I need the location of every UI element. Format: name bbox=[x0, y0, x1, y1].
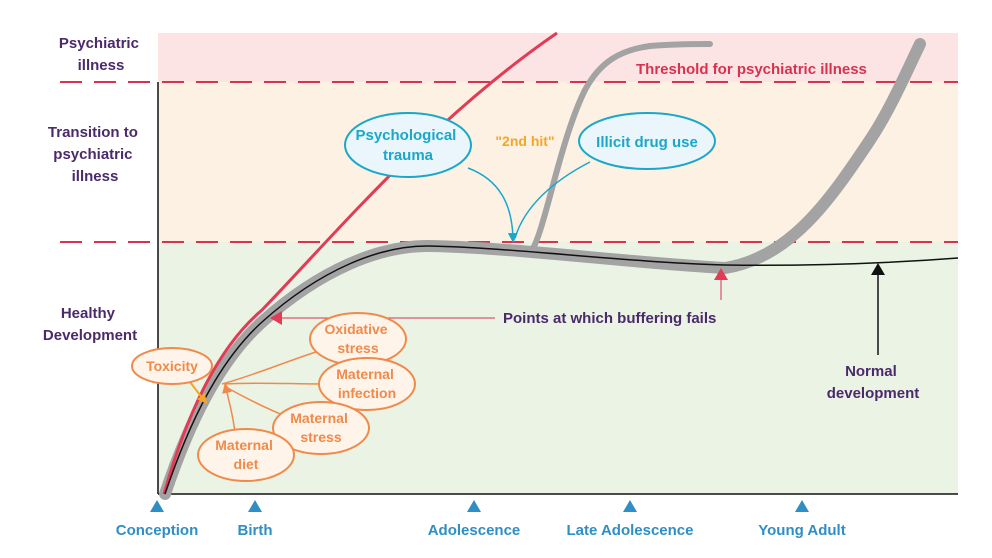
toxicity-bubble bbox=[131, 347, 213, 385]
toxicity-label: Toxicity bbox=[146, 358, 198, 374]
timeline: Conception Birth Adolescence Late Adoles… bbox=[116, 500, 846, 539]
diet-arrow bbox=[222, 383, 236, 433]
stress-bubble bbox=[272, 401, 370, 455]
illness-zone bbox=[158, 33, 958, 82]
timeline-label-late-adolescence: Late Adolescence bbox=[567, 522, 694, 539]
buffering-label: Points at which buffering fails bbox=[503, 310, 716, 327]
timeline-marker-adolescence bbox=[467, 500, 481, 512]
drug-label: Illicit drug use bbox=[596, 134, 698, 151]
timeline-label-conception: Conception bbox=[116, 522, 199, 539]
normal-development-label: Normal development bbox=[827, 363, 920, 402]
diet-label: Maternal diet bbox=[215, 437, 276, 472]
threshold-label: Threshold for psychiatric illness bbox=[636, 61, 867, 78]
timeline-marker-conception bbox=[150, 500, 164, 512]
normal-arrowhead bbox=[871, 263, 885, 275]
unbuffered-path bbox=[162, 31, 558, 495]
zone-label-illness: Psychiatric illness bbox=[59, 35, 143, 74]
diet-bubble bbox=[197, 428, 295, 482]
timeline-label-birth: Birth bbox=[238, 522, 273, 539]
oxidative-label: Oxidative stress bbox=[325, 321, 392, 356]
infection-bubble bbox=[318, 357, 416, 411]
zone-label-transition: Transition to psychiatric illness bbox=[48, 124, 142, 185]
trauma-arrow bbox=[467, 167, 518, 243]
zone-label-healthy: Healthy Development bbox=[43, 305, 137, 344]
normal-development-line bbox=[164, 245, 959, 495]
timeline-marker-birth bbox=[248, 500, 262, 512]
oxidative-arrow bbox=[221, 349, 323, 385]
stress-label: Maternal stress bbox=[290, 410, 351, 445]
timeline-marker-young-adult bbox=[795, 500, 809, 512]
buffering-arrowhead-right bbox=[714, 268, 728, 280]
timeline-marker-late-adolescence bbox=[623, 500, 637, 512]
timeline-label-young-adult: Young Adult bbox=[758, 522, 845, 539]
drug-arrow bbox=[514, 161, 591, 239]
buffering-arrowhead-left bbox=[270, 311, 282, 325]
timeline-label-adolescence: Adolescence bbox=[428, 522, 521, 539]
toxicity-arrow bbox=[189, 381, 208, 404]
buffered-path-branch bbox=[529, 41, 713, 253]
infection-arrow bbox=[223, 382, 323, 385]
infection-label: Maternal infection bbox=[336, 366, 397, 401]
drug-bubble bbox=[578, 112, 716, 170]
trauma-bubble bbox=[344, 112, 472, 178]
trauma-label: Psychological trauma bbox=[355, 127, 460, 164]
second-hit-label: "2nd hit" bbox=[495, 133, 554, 149]
